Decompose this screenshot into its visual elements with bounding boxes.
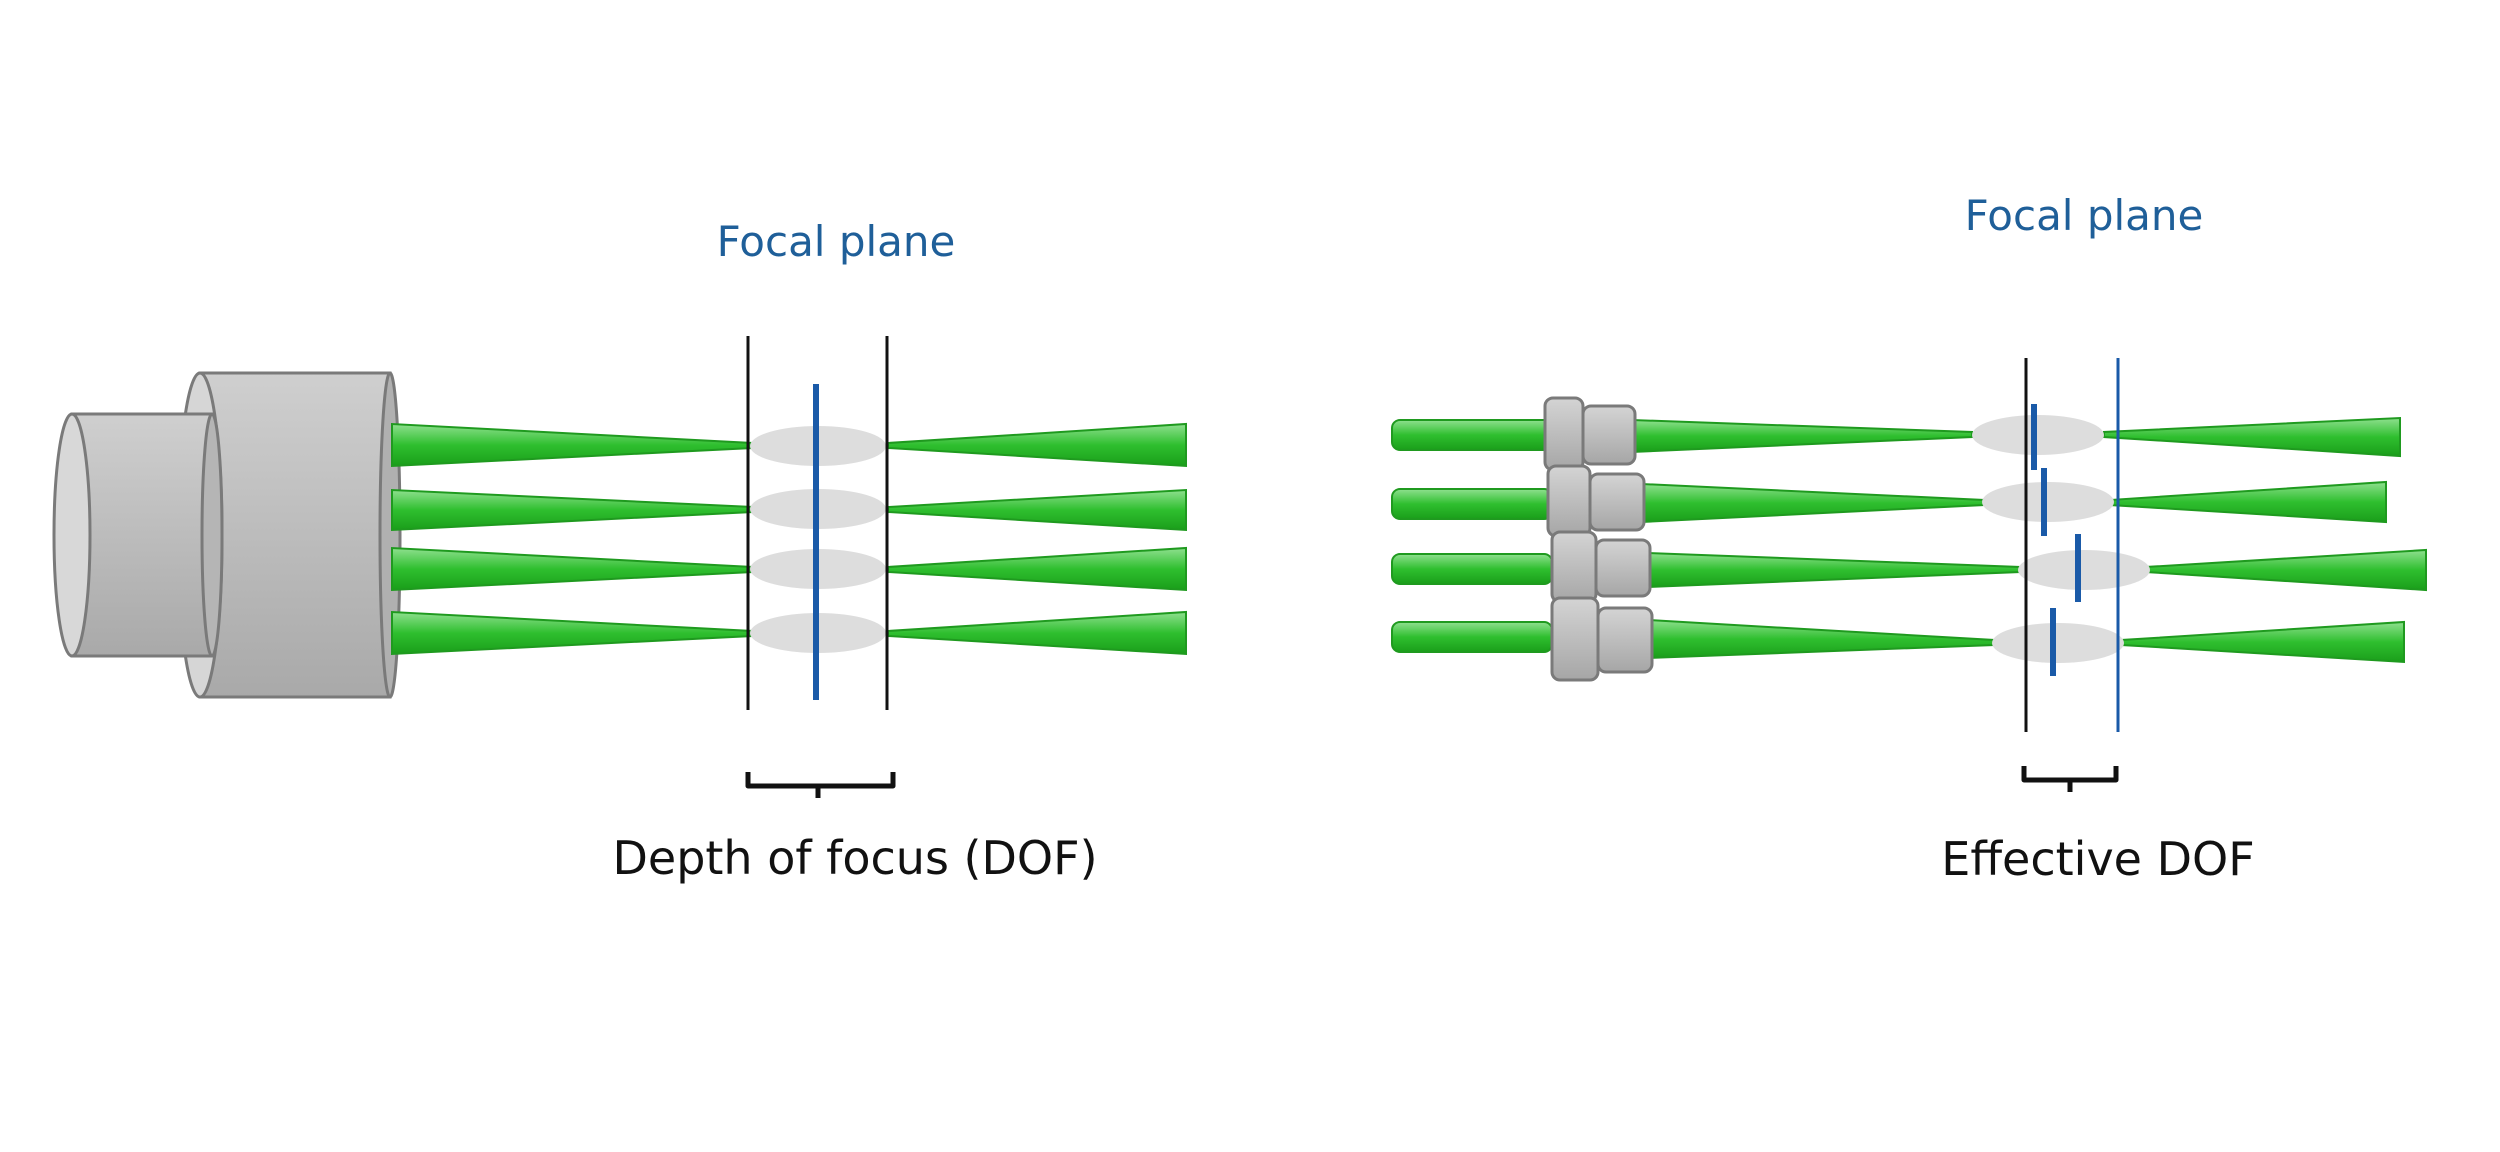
beam-diverging — [887, 422, 1187, 468]
beam-diverging — [887, 546, 1187, 592]
left-panel: Focal plane Depth of focus (DOF) — [52, 217, 1187, 885]
collimated-beam — [1391, 419, 1553, 451]
dof-bracket — [745, 772, 896, 798]
effective-dof-bracket — [2021, 766, 2119, 792]
lenslet — [1543, 396, 1585, 472]
beam-diverging — [2121, 620, 2405, 664]
beam-converging — [391, 610, 753, 656]
collimated-beam — [1391, 621, 1553, 653]
lenslet — [1581, 404, 1637, 466]
focus-spot — [1972, 415, 2104, 455]
right-focal-plane-label: Focal plane — [1965, 191, 2204, 240]
lenslet — [1594, 538, 1652, 598]
lenslet — [1550, 596, 1600, 682]
right-dof-label: Effective DOF — [1941, 832, 2254, 886]
right-converging-beams — [1631, 418, 2021, 660]
collimated-beam — [1391, 488, 1553, 520]
beam-converging — [1641, 482, 1985, 524]
focus-spot — [1982, 482, 2114, 522]
focus-spot — [2018, 550, 2150, 590]
beam-converging — [391, 488, 753, 532]
right-focal-marks — [2031, 404, 2081, 676]
beam-converging — [1647, 618, 1995, 660]
collimated-beam — [1391, 553, 1553, 585]
objective-lens — [52, 371, 402, 699]
lenslet — [1596, 606, 1654, 674]
left-beams — [391, 422, 1187, 656]
objective-barrel-large — [198, 371, 392, 699]
lenslet — [1588, 472, 1646, 532]
beam-diverging — [887, 610, 1187, 656]
objective-barrel-small — [70, 412, 214, 658]
right-diverging-beams — [2103, 416, 2427, 664]
left-dof-label: Depth of focus (DOF) — [612, 831, 1097, 885]
left-focal-plane-label: Focal plane — [717, 217, 956, 266]
lenslet — [1546, 464, 1592, 538]
right-incoming-beams — [1391, 419, 1553, 653]
right-focus-spots — [1972, 415, 2150, 663]
focus-spot — [1992, 623, 2124, 663]
lenslet — [1550, 530, 1598, 604]
beam-diverging — [2103, 416, 2401, 458]
beam-converging — [1631, 418, 1973, 454]
beam-converging — [1647, 551, 2021, 589]
beam-diverging — [2145, 548, 2427, 592]
right-panel: Focal plane Effective DOF — [1391, 191, 2427, 886]
beam-diverging — [2109, 480, 2387, 524]
beam-converging — [391, 422, 753, 468]
beam-converging — [391, 546, 753, 592]
objective-barrel-small-face — [52, 412, 92, 658]
beam-diverging — [887, 488, 1187, 532]
lenslet-array — [1543, 396, 1654, 682]
objective-barrel-small-rim — [200, 412, 224, 658]
